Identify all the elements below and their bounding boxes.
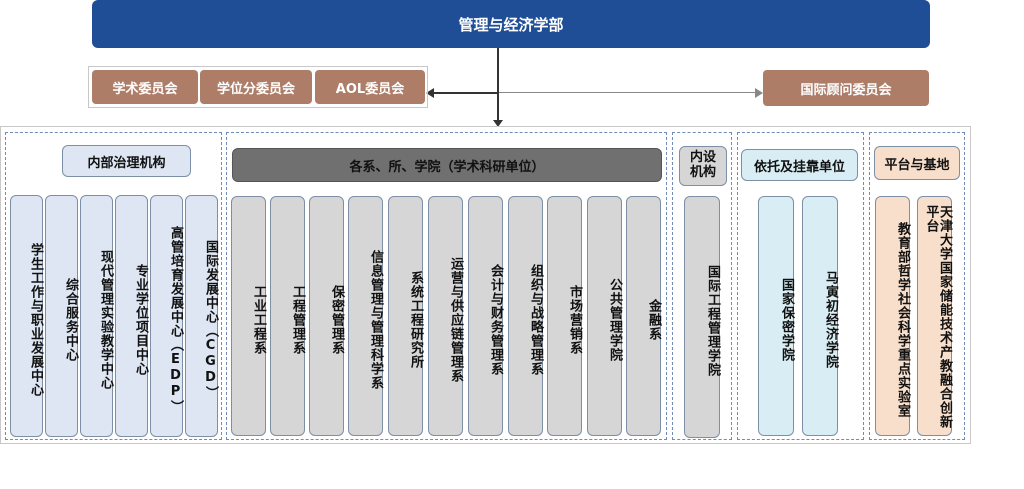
department-3: 保密管理系 [309,196,344,436]
departments-header: 各系、所、学院（学术科研单位） [232,148,662,182]
department-1: 工业工程系 [231,196,266,436]
internal-unit-4: 专业学位项目中心 [115,195,148,437]
internal-governance-section [5,132,222,440]
department-6: 运营与供应链管理系 [428,196,463,436]
aol-committee-label: AOL委员会 [335,81,405,97]
affiliated-unit-1: 国家保密学院 [758,196,794,436]
department-11: 金融系 [626,196,661,436]
internal-unit-1: 学生工作与职业发展中心 [10,195,43,437]
units-outer-frame [0,126,971,444]
connector-arrow-left [426,88,434,98]
department-7: 会计与财务管理系 [468,196,503,436]
degree-committee-label: 学位分委员会 [216,81,295,97]
academic-committee-label: 学术委员会 [112,81,178,97]
department-10: 公共管理学院 [587,196,622,436]
internal-unit-3: 现代管理实验教学中心 [80,195,113,437]
platform-unit-1: 教育部哲学社会科学重点实验室 [875,196,910,436]
connector-vertical [497,48,499,122]
internal-unit-2: 综合服务中心 [45,195,78,437]
connector-left [434,92,498,94]
inner-institution-section [672,132,732,440]
internal-unit-5: 高管培育发展中心（EDP） [150,195,183,437]
department-2: 工程管理系 [270,196,305,436]
committee-group-frame [88,66,428,108]
platform-section [869,132,965,440]
department-9: 市场营销系 [547,196,582,436]
affiliated-header: 依托及挂靠单位 [741,149,858,181]
department-8: 组织与战略管理系 [508,196,543,436]
internal-unit-6: 国际发展中心（CGD） [185,195,218,437]
international-advisory-committee-box: 国际顾问委员会 [763,70,929,106]
affiliated-section [737,132,864,440]
connector-arrow-right [755,88,763,98]
department-5: 系统工程研究所 [388,196,423,436]
top-department-box: 管理与经济学部 [92,0,930,48]
aol-committee-box: AOL委员会 [315,70,425,104]
departments-section [226,132,667,440]
degree-committee-box: 学位分委员会 [200,70,312,104]
platform-unit-2: 天津大学国家储能技术产教融合创新平台 [917,196,952,436]
inner-institution-header: 内设机构 [679,146,727,186]
top-department-title: 管理与经济学部 [458,15,564,34]
platform-header: 平台与基地 [874,146,960,180]
connector-right [499,92,755,93]
connector-arrow-down [493,120,503,127]
inner-unit-1: 国际工程管理学院 [684,196,720,438]
affiliated-unit-2: 马寅初经济学院 [802,196,838,436]
department-4: 信息管理与管理科学系 [348,196,383,436]
academic-committee-box: 学术委员会 [92,70,198,104]
international-advisory-committee-label: 国际顾问委员会 [800,82,892,98]
internal-governance-header: 内部治理机构 [62,145,191,177]
